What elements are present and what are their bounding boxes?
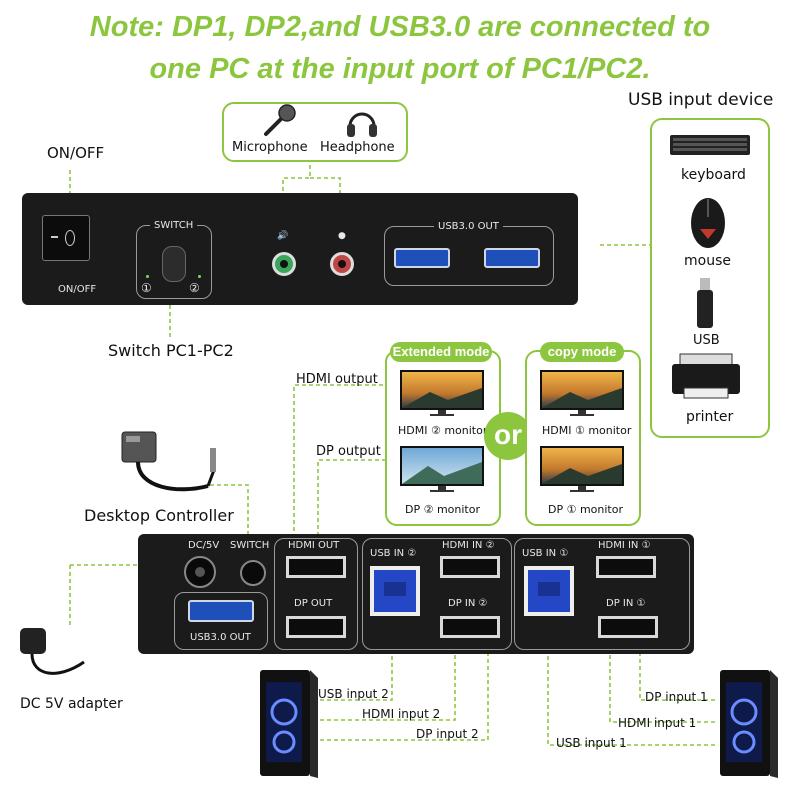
hdmi-in2-port[interactable] [440,556,500,578]
hdmi2-monitor-label: HDMI ② monitor [398,424,487,437]
switch-caption: Switch PC1-PC2 [108,341,234,360]
hdmi2-monitor-icon [400,370,484,416]
hdmi-in1-port[interactable] [596,556,656,578]
dp-out-label: DP OUT [294,598,332,609]
switch-port-label: SWITCH [230,540,269,551]
dc-adapter-label: DC 5V adapter [20,696,123,712]
printer-icon [670,354,742,404]
keyboard-label: keyboard [681,167,746,183]
rear-usb-out-port[interactable] [188,600,254,622]
headphone-icon [344,104,380,140]
hdmi-out-label: HDMI OUT [288,540,339,551]
dc-adapter-icon [18,626,88,686]
switch-pos-1: ① [141,281,152,295]
usb-input-1-label: USB input 1 [556,736,627,750]
hdmi1-monitor-icon [540,370,624,416]
usb-in2-port[interactable] [370,566,420,616]
usb-input-2-label: USB input 2 [318,687,389,701]
mic-small-icon: ● [338,231,346,241]
hdmi-output-line [294,385,398,545]
dc-port-label: DC/5V [188,540,219,551]
hdmi-output-label: HDMI output [296,372,378,387]
hdmi1-monitor-label: HDMI ① monitor [542,424,631,437]
microphone-jack[interactable] [272,252,296,276]
keyboard-icon [670,133,750,157]
onoff-panel-label: ON/OFF [58,284,96,295]
printer-label: printer [686,409,733,425]
speaker-icon: 🔊 [277,231,288,241]
onoff-outside-label: ON/OFF [47,144,104,162]
pc-switch-button[interactable] [162,246,186,282]
front-panel: ON/OFF SWITCH ① ② 🔊 ● USB3.0 OUT [22,193,578,305]
front-usb-port-2[interactable] [484,248,540,268]
dp-in1-port[interactable] [598,616,658,638]
microphone-label: Microphone [232,140,308,155]
usb-stick-label: USB [693,333,720,348]
dp-in1-label: DP IN ① [606,598,645,609]
hdmi-in2-label: HDMI IN ② [442,540,495,551]
hdmi-input-2-label: HDMI input 2 [362,707,440,721]
front-usb-port-1[interactable] [394,248,450,268]
dp-input-1-label: DP input 1 [645,690,708,704]
usb-in2-label: USB IN ② [370,548,416,559]
copy-mode-tag: copy mode [540,342,624,362]
dp2-monitor-label: DP ② monitor [405,503,480,516]
extended-mode-tag: Extended mode [390,342,492,362]
rear-usb-out-label: USB3.0 OUT [190,632,251,643]
hdmi-in1-label: HDMI IN ① [598,540,651,551]
dp-out-port[interactable] [286,616,346,638]
hdmi-input-1-label: HDMI input 1 [618,716,696,730]
pc1-tower-icon [716,668,780,780]
dc-power-port[interactable] [184,556,216,588]
usb-in1-label: USB IN ① [522,548,568,559]
desktop-controller-icon [118,428,228,502]
desktop-controller-label: Desktop Controller [84,506,234,525]
dp1-monitor-icon [540,446,624,492]
power-rocker-switch[interactable] [42,215,90,261]
dp-input-2-label: DP input 2 [416,727,479,741]
mouse-icon [688,195,728,249]
microphone-icon [262,104,296,138]
switch-pos-2: ② [189,281,200,295]
usb-devices-title: USB input device [628,90,773,110]
pc2-tower-icon [256,668,320,780]
dp-output-label: DP output [316,444,381,459]
mouse-label: mouse [684,253,731,269]
rear-panel: DC/5V SWITCH USB3.0 OUT HDMI OUT DP OUT … [138,534,694,654]
controller-port[interactable] [240,560,266,586]
dp1-monitor-label: DP ① monitor [548,503,623,516]
headphone-jack[interactable] [330,252,354,276]
dp2-monitor-icon [400,446,484,492]
dp-in2-port[interactable] [440,616,500,638]
dp-in2-label: DP IN ② [448,598,487,609]
headphone-label: Headphone [320,140,395,155]
usb-out-label: USB3.0 OUT [434,221,503,232]
usb-stick-icon [695,278,715,330]
usb-in1-port[interactable] [524,566,574,616]
hdmi-out-port[interactable] [286,556,346,578]
switch-label: SWITCH [150,220,197,231]
